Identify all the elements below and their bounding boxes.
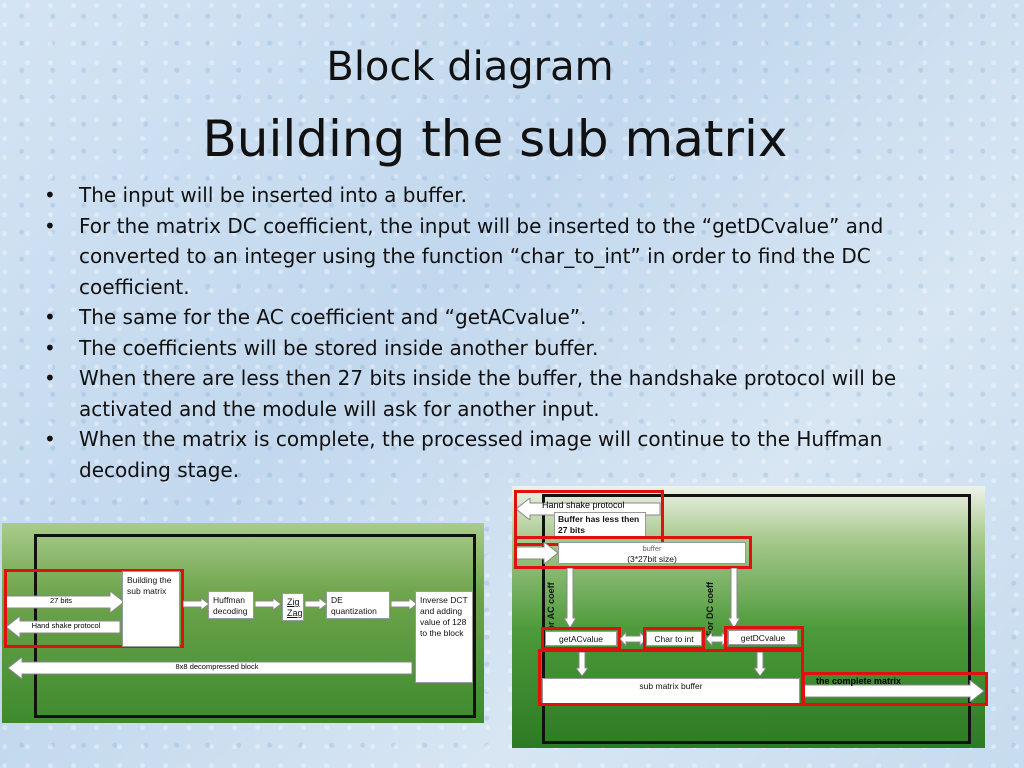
bidirectional-arrow [706, 632, 728, 646]
highlight-box [643, 627, 705, 650]
bullet-item: The input will be inserted into a buffer… [44, 180, 964, 211]
highlight-box [724, 626, 804, 650]
pipeline-diagram: 27 bits Hand shake protocol Building the… [2, 523, 484, 723]
highlight-box [4, 569, 184, 648]
bidirectional-arrow [620, 632, 646, 646]
dc-down-arrow [728, 568, 740, 628]
flow-arrow [255, 598, 281, 610]
bullet-item: When the matrix is complete, the process… [44, 424, 964, 485]
buffer-size: (3*27bit size) [627, 554, 677, 564]
inverse-dct-block: Inverse DCT and adding value of 128 to t… [415, 591, 473, 683]
handshake-arrow-label: Hand shake protocol [31, 621, 101, 630]
highlight-box [541, 627, 621, 650]
slide-subtitle: Block diagram [326, 44, 614, 90]
less-than-27-bits-note: Buffer has less then 27 bits [554, 512, 646, 538]
input-arrow [516, 542, 558, 564]
char-to-int-block: Char to int [646, 631, 702, 646]
bullet-item: For the matrix DC coefficient, the input… [44, 211, 964, 303]
get-ac-value-block: getACvalue [545, 631, 617, 646]
buffer-title: buffer [642, 544, 662, 553]
zigzag-block: Zig Zag [282, 593, 304, 621]
highlight-box [802, 672, 988, 706]
highlight-box [514, 536, 752, 569]
dc-coeff-label: For DC coeff [705, 582, 715, 636]
complete-matrix-label: the complete matrix [816, 676, 902, 686]
bullet-list: The input will be inserted into a buffer… [44, 180, 964, 485]
output-arrow-label: 8x8 decompressed block [175, 662, 259, 671]
input-arrow [6, 591, 125, 613]
submatrix-diagram: Hand shake protocol Buffer has less then… [512, 486, 988, 748]
flow-arrow [183, 598, 209, 610]
get-dc-value-block: getDCvalue [728, 630, 798, 645]
bullet-item: When there are less then 27 bits inside … [44, 363, 964, 424]
bullet-item: The same for the AC coefficient and “get… [44, 302, 964, 333]
flow-arrow [391, 598, 417, 610]
handshake-arrow [6, 616, 121, 638]
dequantization-block: DE quantization [326, 591, 390, 619]
diagram-frame [542, 494, 971, 744]
complete-matrix-arrow [802, 680, 985, 702]
input-arrow-label: 27 bits [49, 596, 73, 605]
flow-arrow [754, 652, 766, 676]
slide-title: Building the sub matrix [202, 110, 788, 168]
handshake-arrow-label: Hand shake protocol [542, 500, 625, 510]
bullet-item: The coefficients will be stored inside a… [44, 333, 964, 364]
highlight-box [538, 649, 804, 706]
buffer-block: buffer (3*27bit size) [558, 542, 746, 564]
output-arrow [8, 657, 413, 679]
building-sub-matrix-block: Building the sub matrix [122, 571, 180, 647]
sub-matrix-buffer-block: sub matrix buffer [542, 678, 800, 704]
flow-arrow [576, 652, 588, 676]
flow-arrow [305, 598, 327, 610]
huffman-decoding-block: Huffman decoding [208, 591, 254, 619]
ac-down-arrow [564, 568, 576, 628]
